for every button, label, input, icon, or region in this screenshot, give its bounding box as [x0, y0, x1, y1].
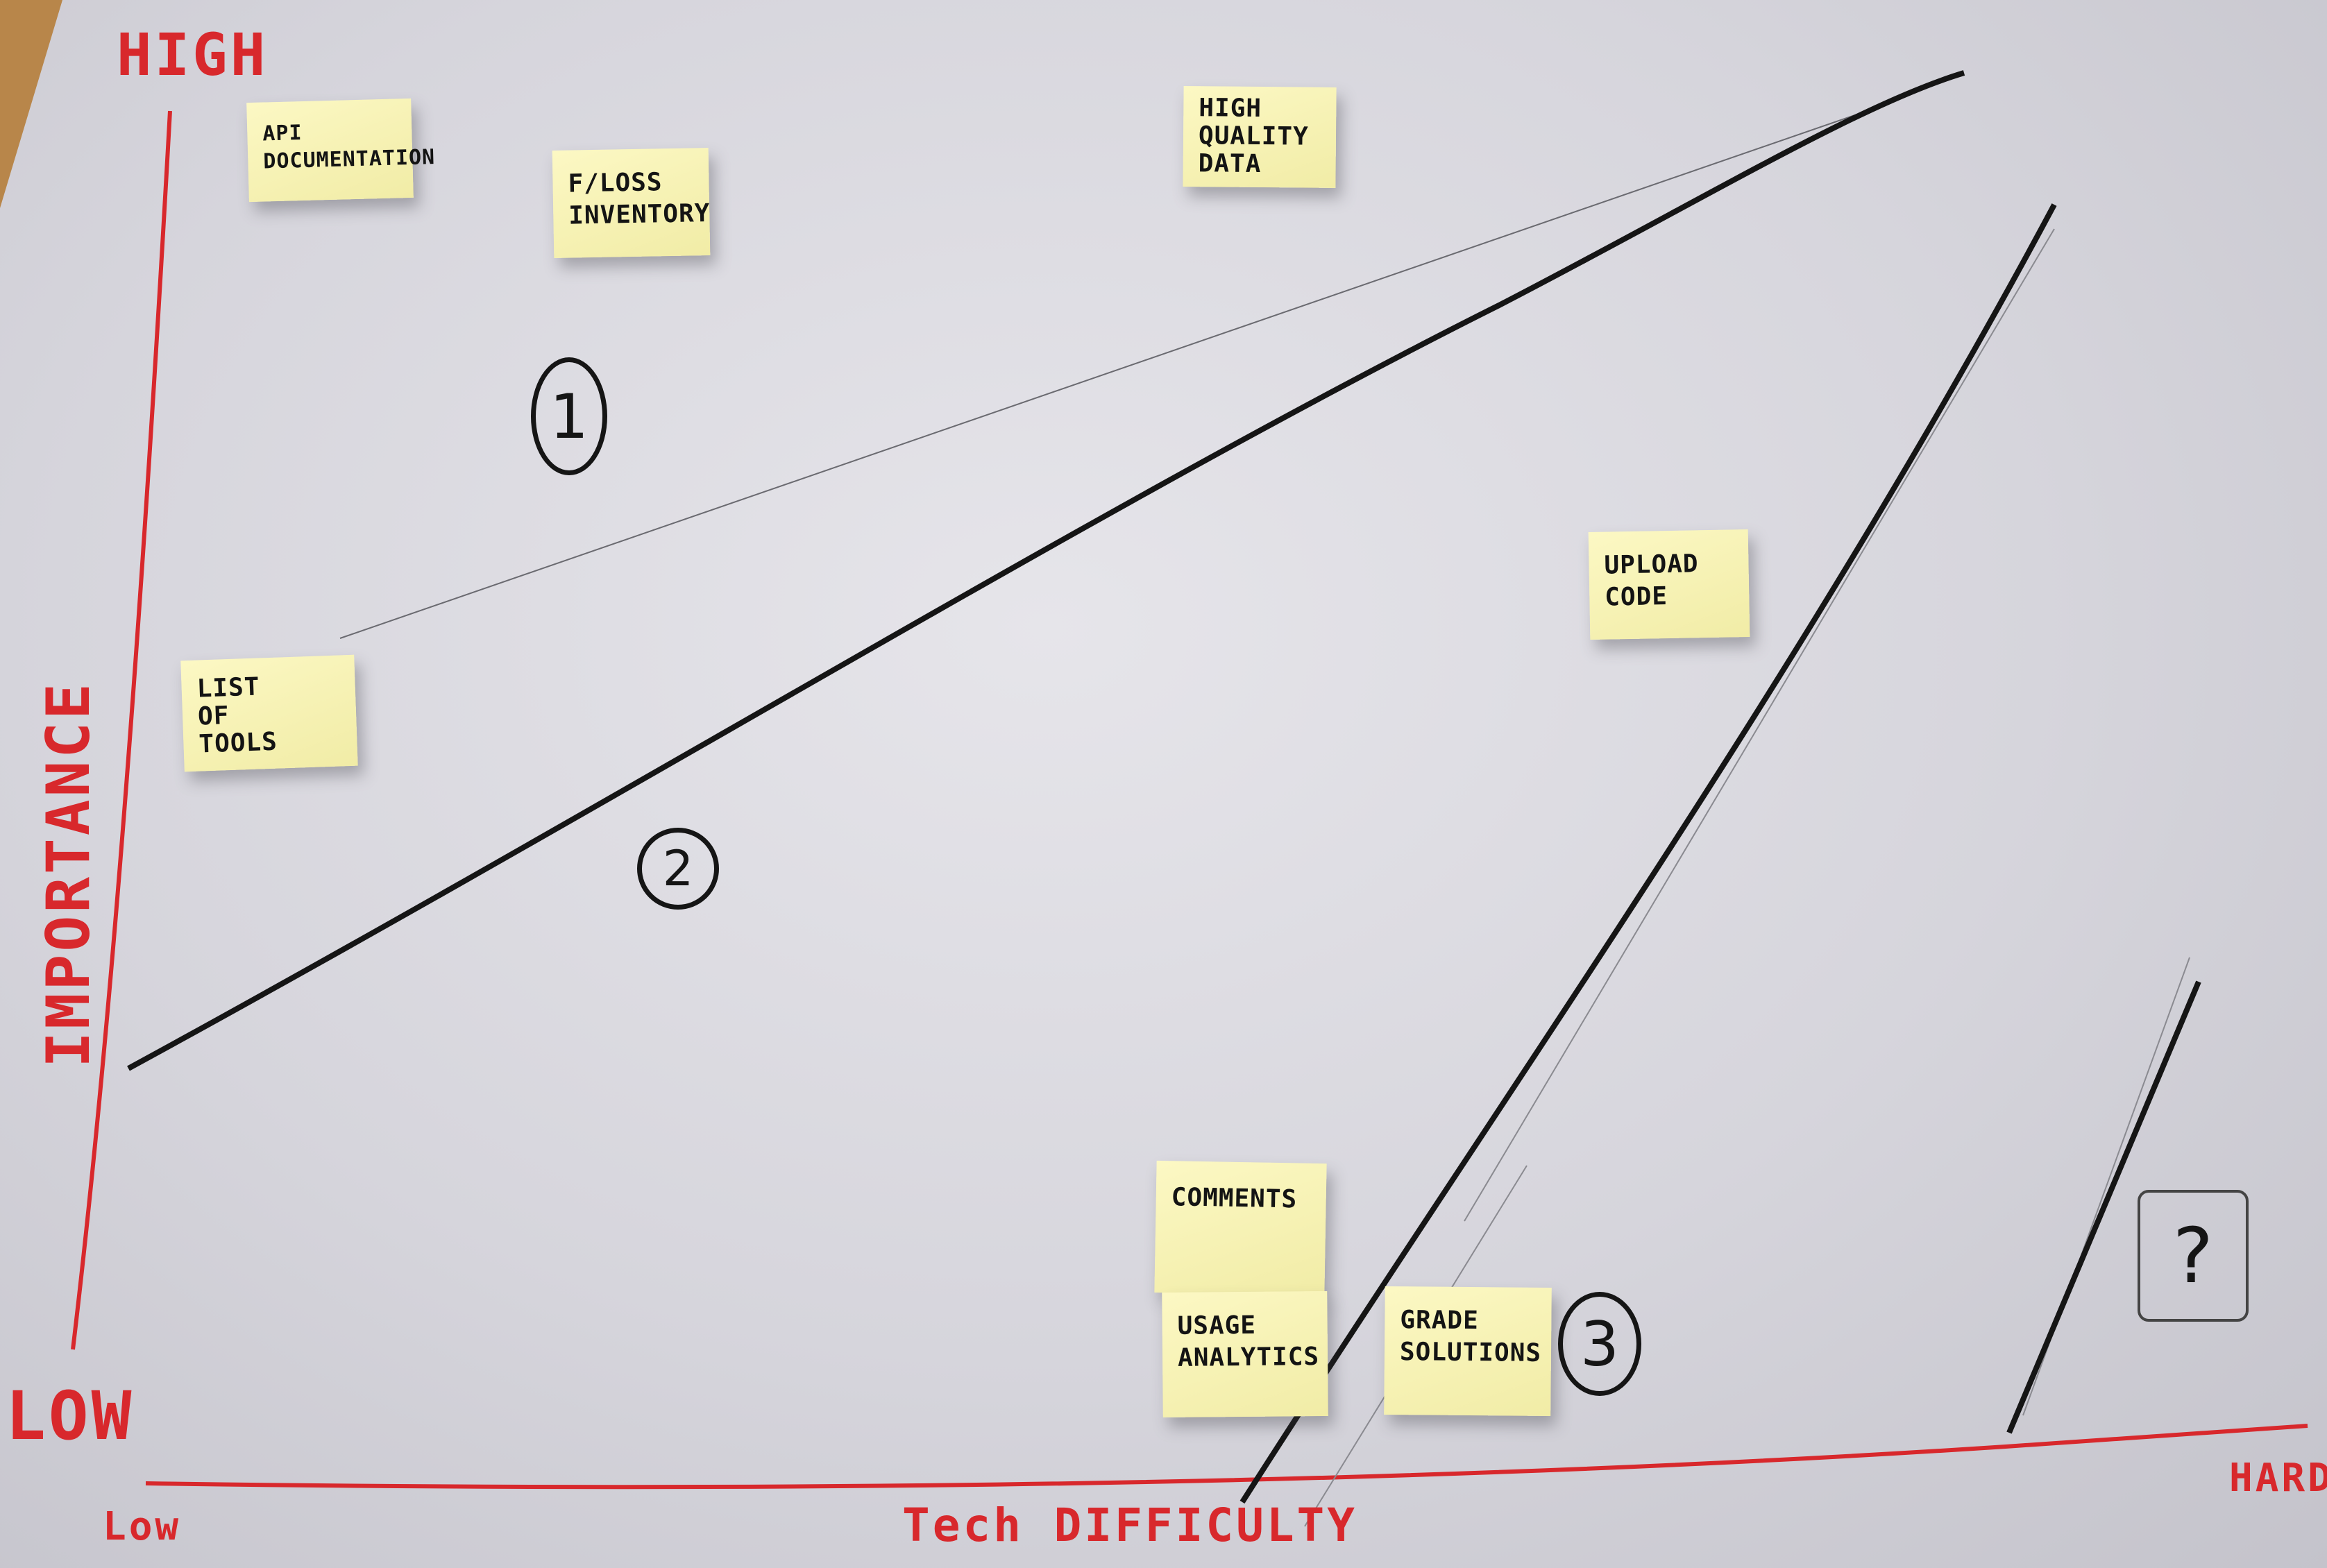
y-axis-low-label: LOW: [6, 1377, 135, 1455]
zone-3-marker: 3: [1558, 1292, 1641, 1396]
divider-line-1: [127, 70, 1965, 1071]
sticky-note-floss-inventory: F/LOSS INVENTORY: [552, 148, 711, 258]
x-axis-high-label: HARD: [2229, 1456, 2327, 1501]
sticky-note-api-documentation: API DOCUMENTATION: [246, 98, 436, 203]
sticky-note-upload-code: UPLOAD CODE: [1588, 529, 1750, 640]
y-axis-high-label: HIGH: [117, 21, 269, 89]
x-axis-line: [145, 1424, 2308, 1490]
sticky-note-grade-solutions: GRADE SOLUTIONS: [1384, 1286, 1552, 1417]
y-axis-title: IMPORTANCE: [33, 681, 103, 1068]
pencil-guide-line-2: [1464, 228, 2055, 1222]
x-axis-low-label: Low: [103, 1504, 182, 1549]
table-surface: [0, 0, 62, 208]
divider-line-3: [2006, 980, 2201, 1434]
pencil-guide-line-1: [339, 110, 1868, 639]
x-axis-title: Tech DIFFICULTY: [902, 1499, 1358, 1552]
zone-1-marker: 1: [531, 357, 607, 475]
y-axis-line: [71, 110, 172, 1350]
divider-line-2: [1239, 203, 2057, 1504]
zone-2-marker: 2: [637, 828, 719, 910]
sticky-note-comments: COMMENTS: [1154, 1160, 1327, 1296]
unknown-zone-marker: ?: [2138, 1190, 2249, 1322]
sticky-note-usage-analytics: USAGE ANALYTICS: [1162, 1290, 1328, 1418]
sticky-note-high-quality-data: HIGH QUALITY DATA: [1183, 86, 1337, 188]
sticky-note-list-of-tools: LIST OF TOOLS: [180, 654, 358, 772]
